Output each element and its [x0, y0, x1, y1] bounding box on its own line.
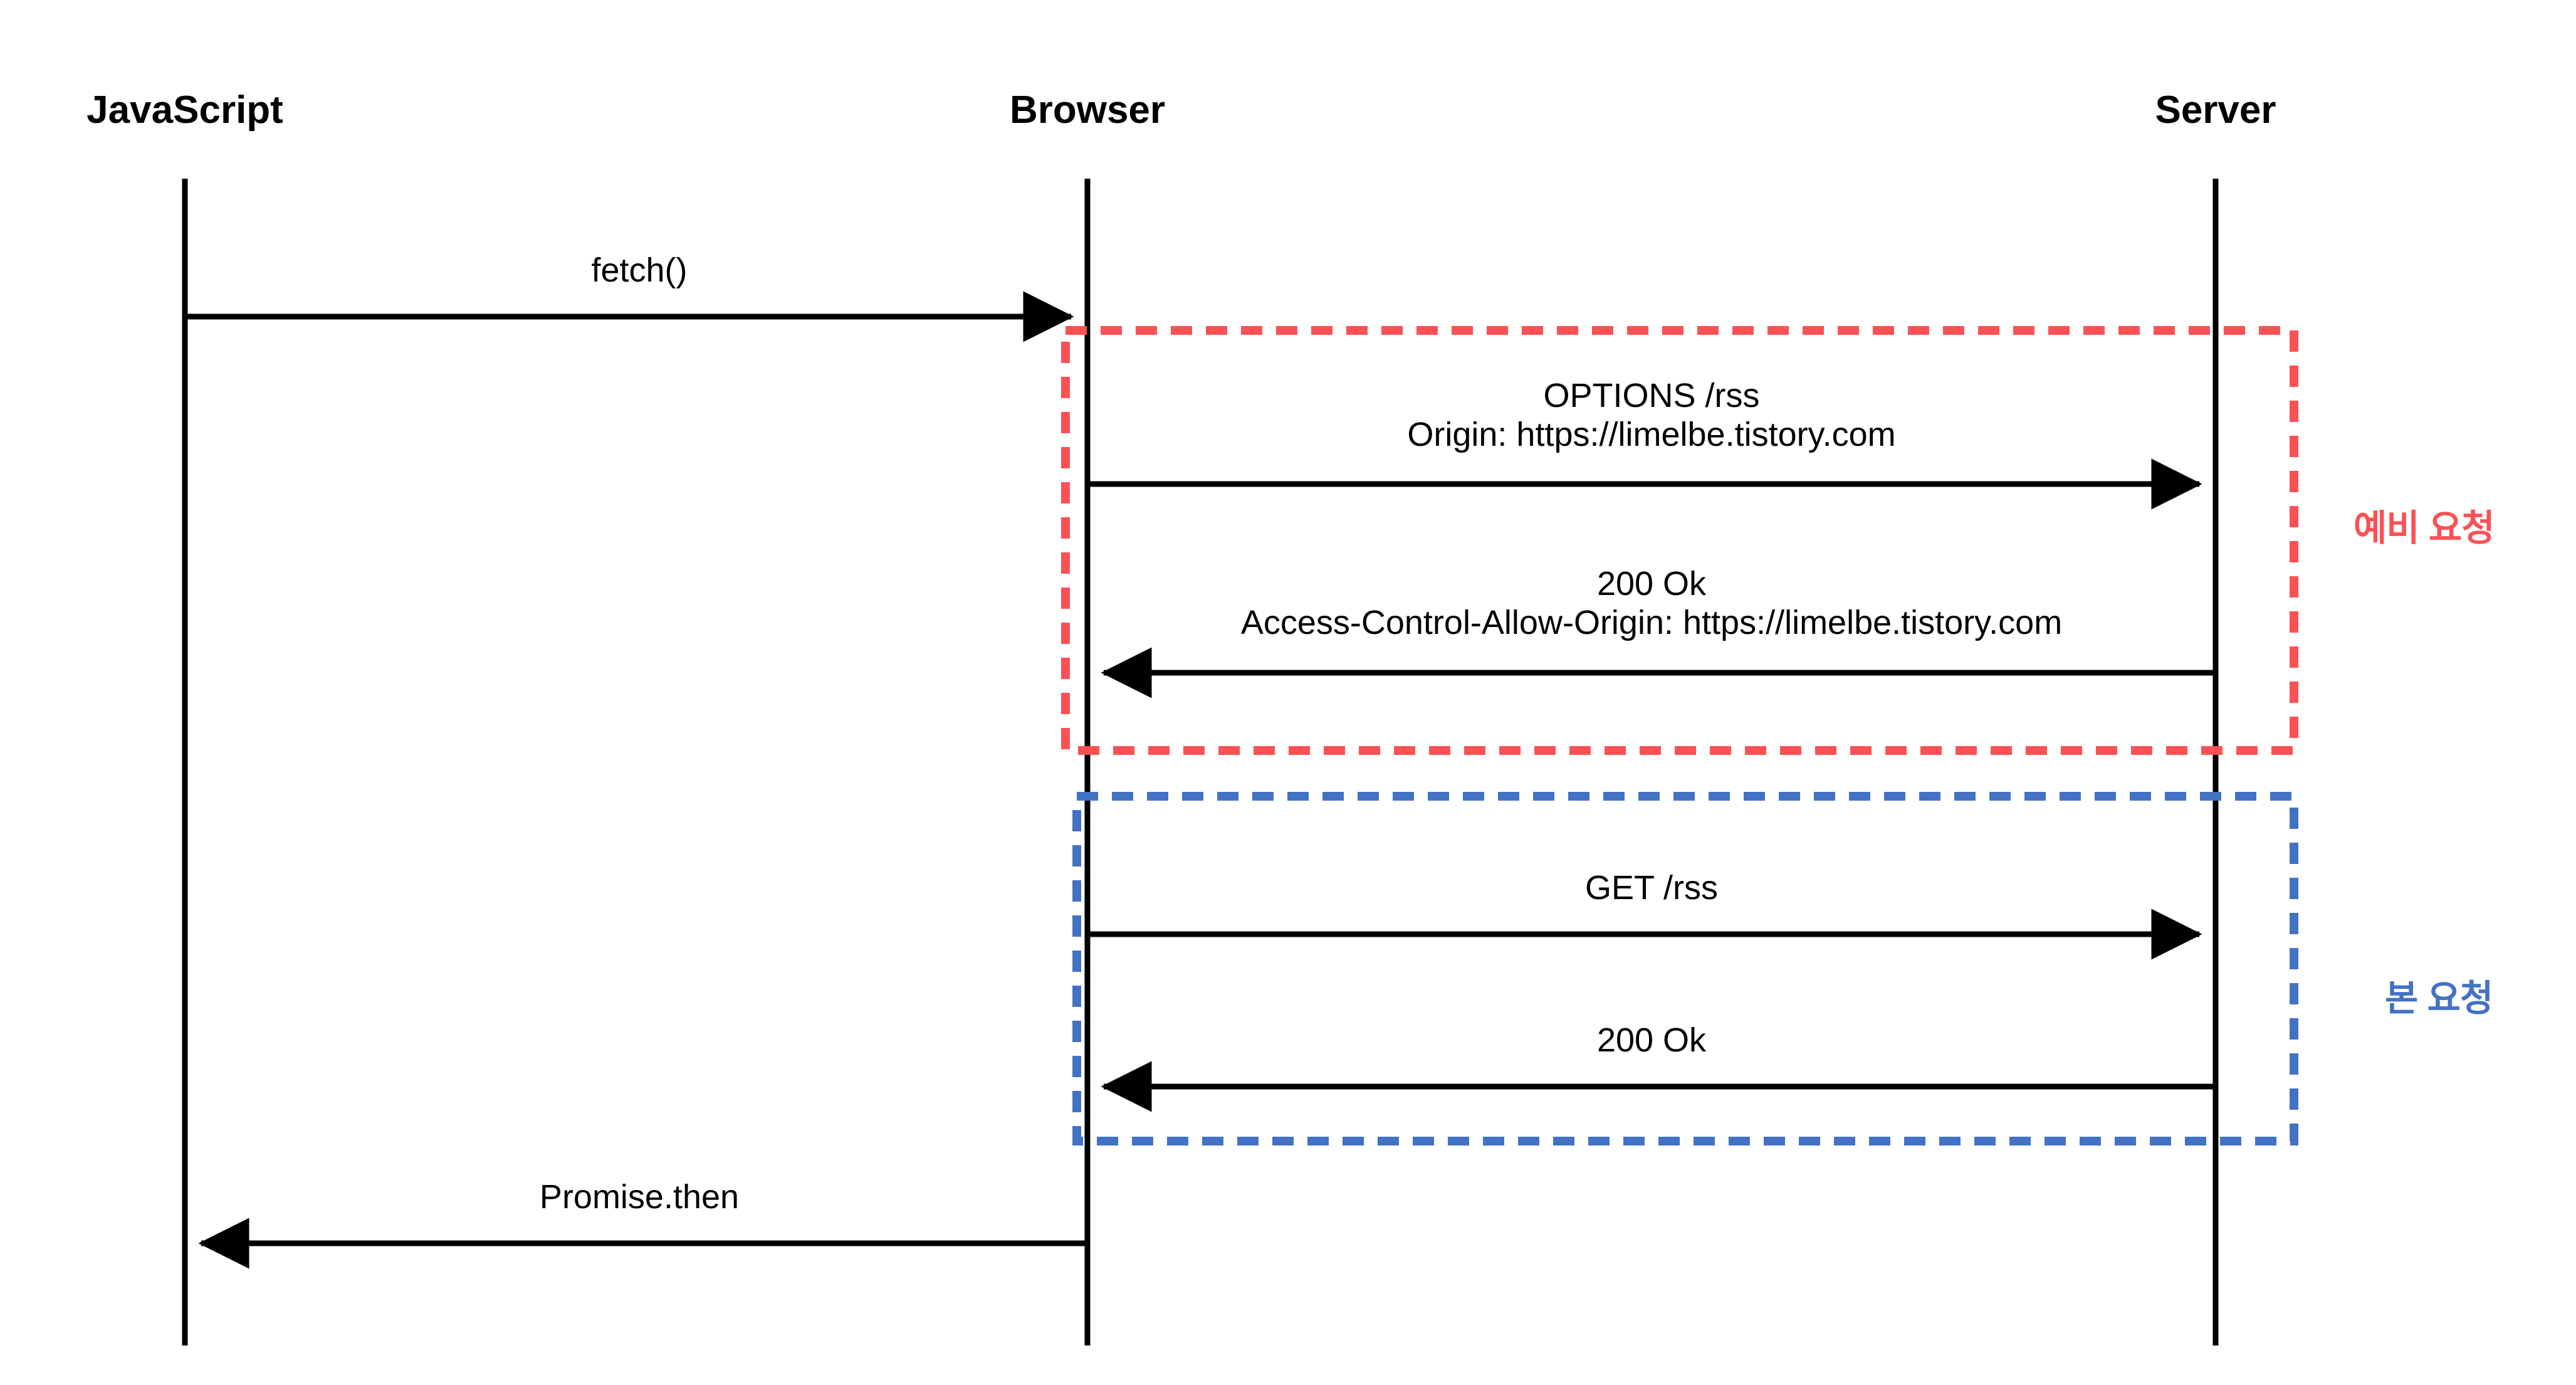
message-label-line: Origin: https://limelbe.tistory.com: [1407, 416, 1896, 454]
message-label-line: fetch(): [591, 251, 688, 289]
message-label-promise-then: Promise.then: [540, 1177, 739, 1216]
message-label-line: Promise.then: [539, 1178, 740, 1216]
message-label-main-200-ok: 200 Ok: [1597, 1021, 1706, 1060]
group-boxes: [1061, 326, 2298, 1145]
message-label-line: 200 Ok: [1596, 1021, 1707, 1059]
actor-label-browser: Browser: [1009, 88, 1166, 132]
message-label-line: OPTIONS /rss: [1543, 377, 1760, 414]
message-label-line: Access-Control-Allow-Origin: https://lim…: [1240, 604, 2063, 642]
actor-label-server: Server: [2155, 88, 2276, 132]
actor-label-javascript: JavaScript: [86, 88, 283, 132]
group-label-actual-request-group: 본 요청: [2385, 978, 2493, 1019]
group-box-actual-request-group: [1072, 792, 2298, 1145]
group-label-preflight-group: 예비 요청: [2353, 508, 2495, 549]
message-label-line: 200 Ok: [1596, 565, 1707, 603]
lifelines-group: [182, 179, 2219, 1346]
group-box-preflight-group: [1061, 326, 2298, 755]
message-label-fetch: fetch(): [591, 251, 687, 290]
message-label-line: GET /rss: [1584, 869, 1719, 907]
message-arrows: [185, 291, 2216, 1269]
message-label-get-rss: GET /rss: [1585, 868, 1718, 907]
